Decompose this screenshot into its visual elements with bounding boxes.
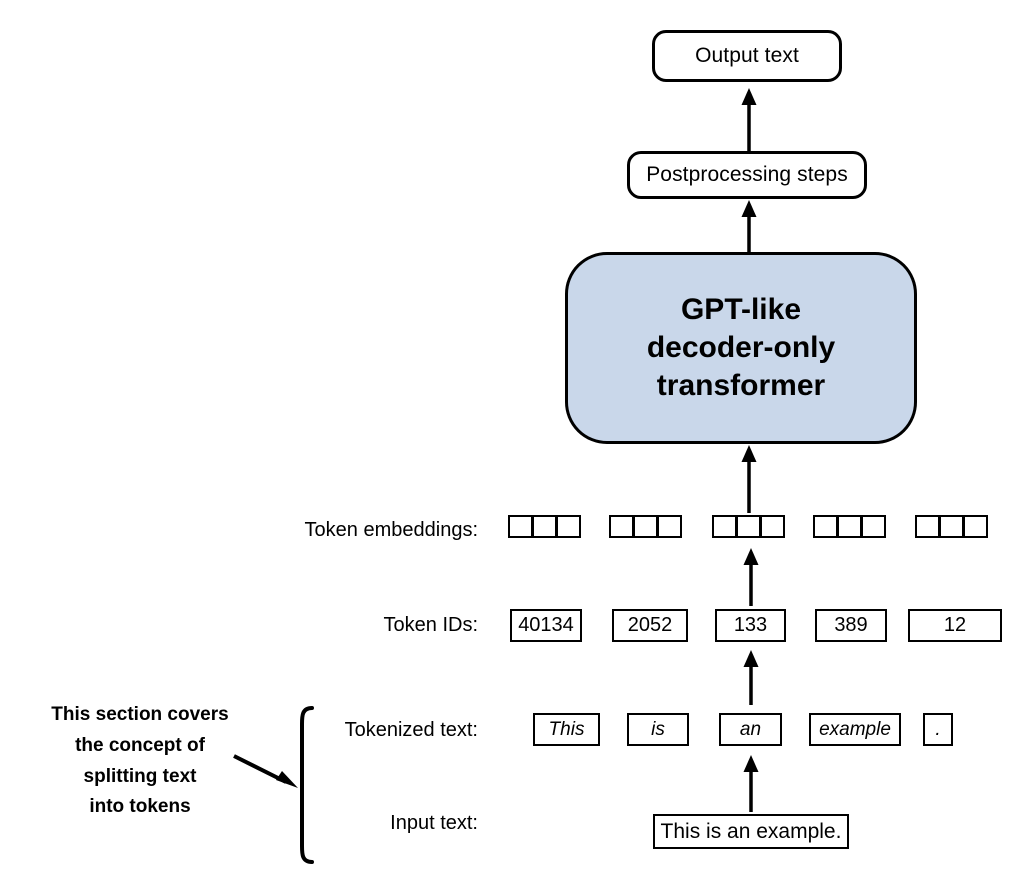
embedding-cell [861,515,886,538]
embedding-group [813,515,886,538]
arrow-embeddings-to-model [738,445,760,513]
embedding-cell [736,515,761,538]
token-text-box: This [533,713,600,746]
arrow-inputtext-to-tokenizedtext [740,755,762,812]
arrow-model-to-postprocessing [738,200,760,255]
embedding-cell [837,515,862,538]
embedding-cell [939,515,964,538]
embedding-group [609,515,682,538]
node-gpt-transformer-label: GPT-like decoder-only transformer [646,292,836,403]
token-id-box: 2052 [612,609,688,642]
input-text-box: This is an example. [653,814,849,849]
embedding-group [712,515,785,538]
node-postprocessing-label: Postprocessing steps [646,163,848,186]
annotation-arrow-icon [232,752,304,794]
arrow-tokenids-to-embeddings [740,548,762,606]
token-text-value: an [739,718,762,740]
embedding-cell [915,515,940,538]
token-id-value: 40134 [518,614,574,636]
input-text-value: This is an example. [660,819,842,843]
token-text-box: an [719,713,782,746]
embedding-cell [609,515,634,538]
token-text-box: is [627,713,689,746]
node-postprocessing-steps: Postprocessing steps [627,151,867,199]
embedding-group [915,515,988,538]
token-id-box: 389 [815,609,887,642]
token-text-value: example [819,718,891,740]
embedding-cell [712,515,737,538]
token-id-value: 12 [943,614,967,636]
embedding-cell [532,515,557,538]
embedding-cell [657,515,682,538]
arrow-postprocessing-to-output [738,88,760,156]
arrow-tokenizedtext-to-tokenids [740,650,762,705]
token-text-box: example [809,713,901,746]
embedding-group [508,515,581,538]
section-brace-icon [292,706,318,864]
row-label-input-text: Input text: [390,812,478,834]
embedding-cell [813,515,838,538]
embedding-cell [556,515,581,538]
token-text-value: is [651,718,665,740]
token-id-value: 389 [834,614,868,636]
token-text-value: This [548,718,585,740]
node-output-text: Output text [652,30,842,82]
token-id-value: 133 [733,614,768,636]
embedding-cell [963,515,988,538]
row-label-tokenized-text: Tokenized text: [344,719,478,741]
token-id-box: 12 [908,609,1002,642]
token-id-value: 2052 [627,614,673,636]
token-text-value: . [935,718,941,740]
embedding-cell [760,515,785,538]
token-id-box: 40134 [510,609,582,642]
section-annotation-note: This section covers the concept of split… [51,704,229,818]
embedding-cell [508,515,533,538]
node-gpt-transformer: GPT-like decoder-only transformer [565,252,917,444]
embedding-cell [633,515,658,538]
token-text-box: . [923,713,953,746]
token-id-box: 133 [715,609,786,642]
row-label-token-embeddings: Token embeddings: [304,519,478,541]
row-label-token-ids: Token IDs: [383,614,478,636]
node-output-text-label: Output text [695,44,799,67]
